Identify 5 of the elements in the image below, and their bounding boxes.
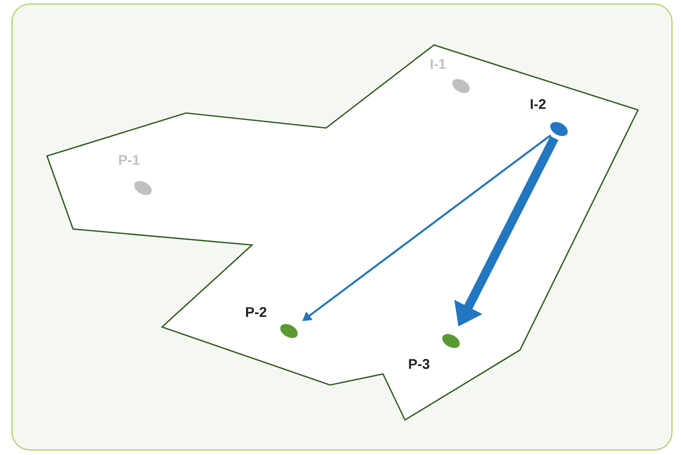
point-label: I-1 bbox=[430, 59, 446, 69]
point-label: P-2 bbox=[246, 307, 266, 317]
point-label: P-3 bbox=[409, 359, 430, 369]
point-label: P-1 bbox=[119, 155, 140, 165]
point-label: I-2 bbox=[530, 99, 546, 109]
